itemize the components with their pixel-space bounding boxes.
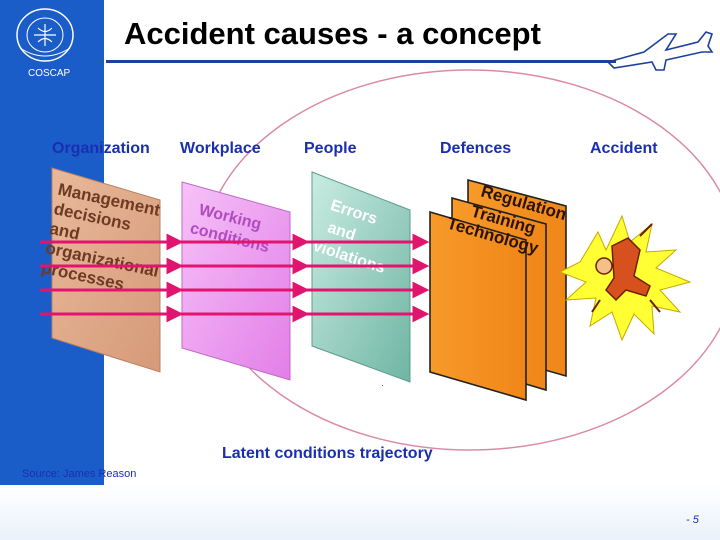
page-title: Accident causes - a concept: [124, 16, 541, 51]
column-label-accident: Accident: [590, 140, 658, 157]
column-label-organization: Organization: [52, 140, 150, 157]
trajectory-arrow-2: [40, 257, 430, 275]
icao-emblem-icon: [16, 8, 74, 62]
trajectory-arrow-4: [40, 305, 430, 323]
defence-layer-front: [429, 210, 527, 402]
airplane-outline-icon: [606, 31, 714, 71]
title-underline: [106, 60, 616, 63]
trajectory-arrow-3: [40, 281, 430, 299]
column-label-defences: Defences: [440, 140, 511, 157]
organization-panel: [51, 167, 161, 373]
workplace-panel: [181, 181, 291, 381]
trajectory-label: Latent conditions trajectory: [222, 445, 433, 462]
org-label: COSCAP: [28, 68, 71, 79]
crash-figure-icon: [558, 214, 692, 342]
source-caption: Source: James Reason: [22, 468, 137, 480]
column-label-people: People: [304, 140, 357, 157]
page-number: - 5: [686, 514, 699, 526]
people-panel: [311, 171, 411, 383]
bottom-band: [0, 485, 720, 540]
center-mark: ·: [381, 380, 384, 390]
trajectory-arrow-1: [40, 233, 430, 251]
column-label-workplace: Workplace: [180, 140, 261, 157]
